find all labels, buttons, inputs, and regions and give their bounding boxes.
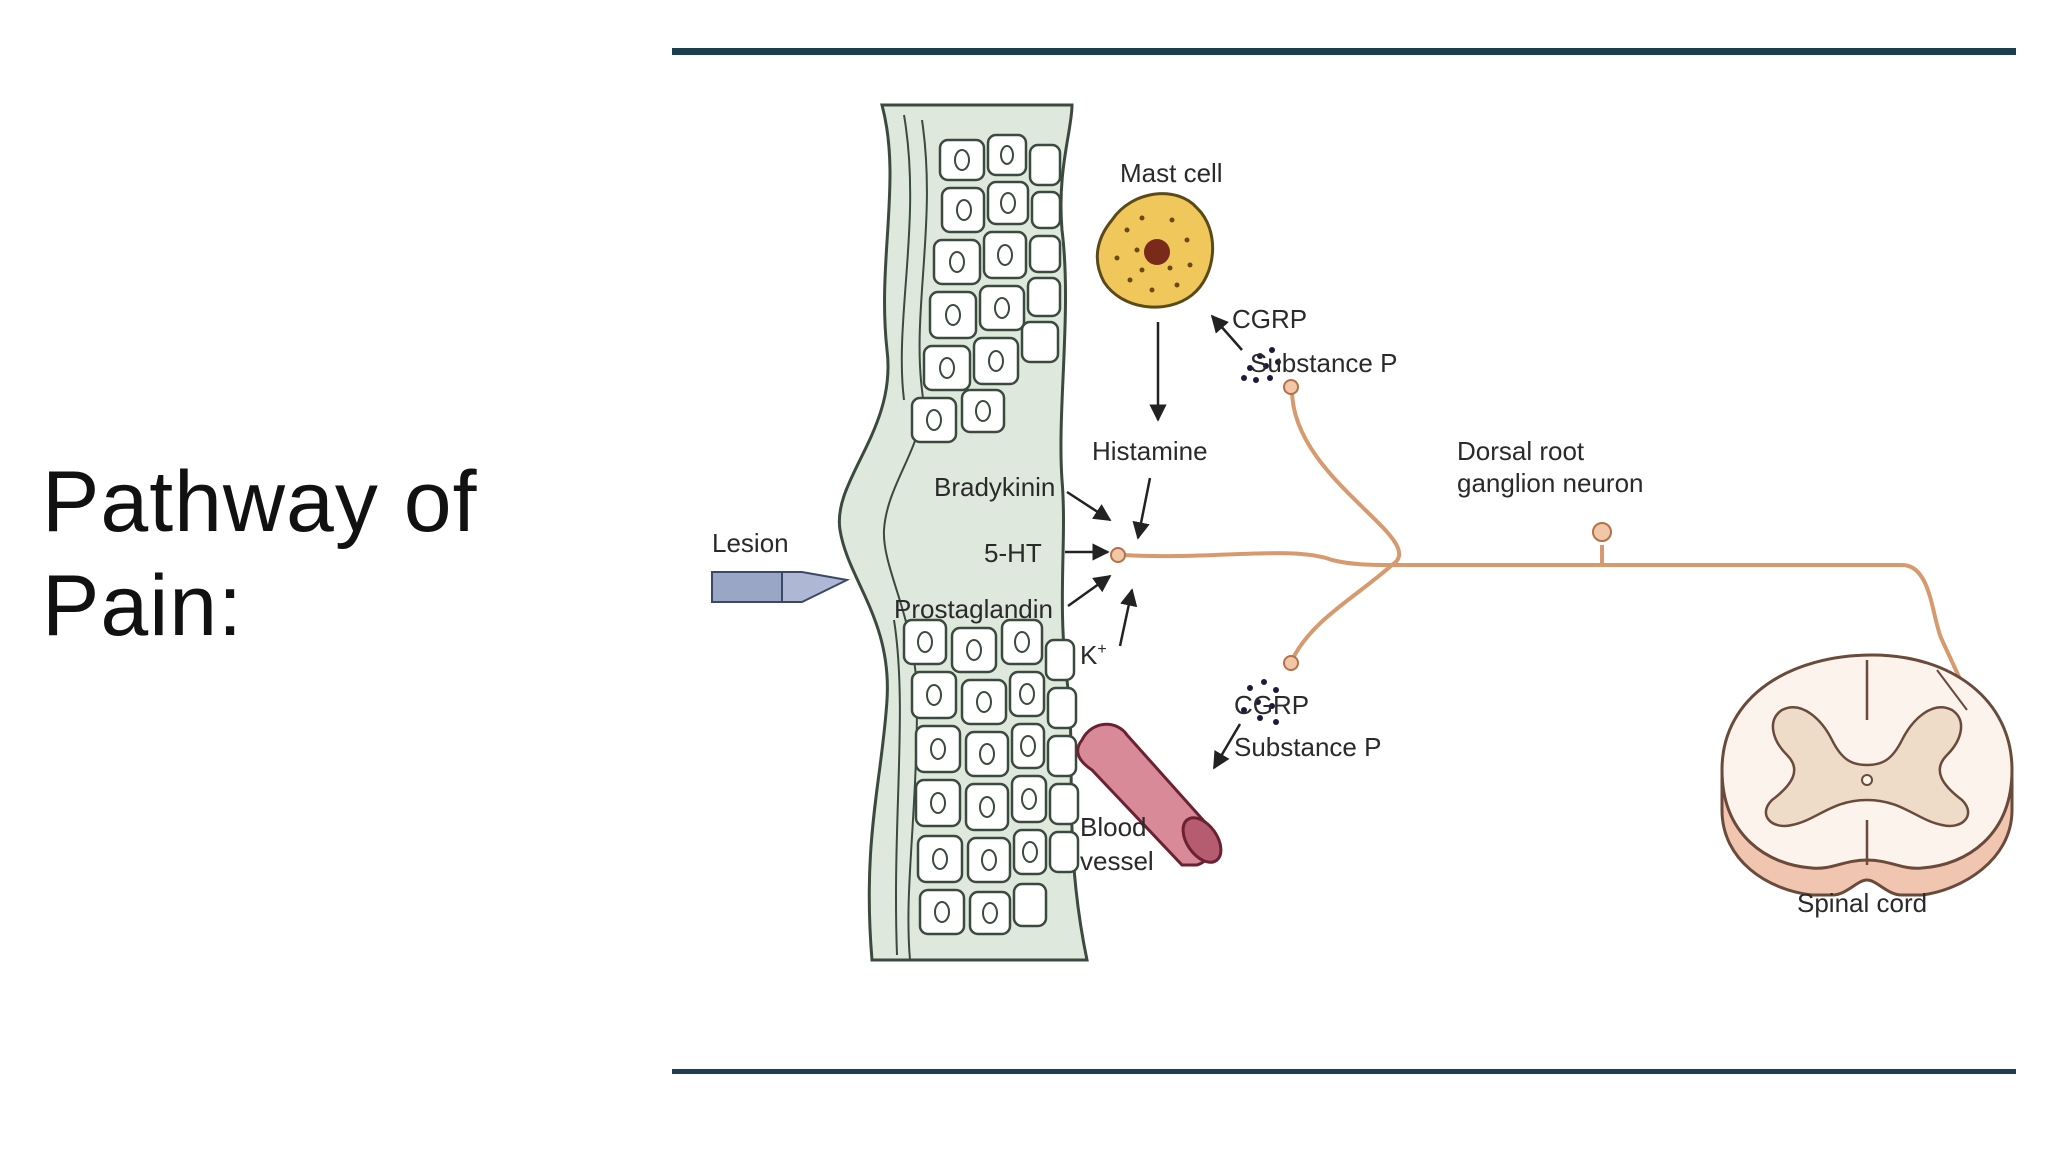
potassium-symbol: K xyxy=(1080,640,1098,670)
blood-vessel xyxy=(1076,722,1223,867)
substance-p-bottom-label: Substance P xyxy=(1234,732,1381,762)
diagram-arrows xyxy=(1065,314,1243,770)
spinal-cord-label: Spinal cord xyxy=(1797,888,1927,918)
dorsal-root-label-line2: ganglion neuron xyxy=(1457,468,1644,498)
blood-vessel-label-line2: vessel xyxy=(1080,846,1154,876)
bottom-rule xyxy=(672,1069,2016,1074)
mast-cell-label: Mast cell xyxy=(1120,158,1223,188)
slide-title: Pathway of Pain: xyxy=(42,454,478,654)
lesion-label: Lesion xyxy=(712,528,789,558)
skin-tissue xyxy=(837,103,1089,962)
potassium-label: K+ xyxy=(1080,640,1107,670)
dorsal-root-label-line1: Dorsal root xyxy=(1457,436,1585,466)
mast-cell xyxy=(1095,192,1215,309)
nociceptor-neuron xyxy=(1121,389,1974,706)
peptide-release-top xyxy=(1241,347,1281,383)
pain-pathway-diagram: Lesion Mast cell xyxy=(711,103,2014,962)
cgrp-bottom-label: CGRP xyxy=(1234,690,1309,720)
nerve-terminal-top xyxy=(1283,379,1299,395)
substance-p-top-label: Substance P xyxy=(1250,348,1397,378)
spinal-cord xyxy=(1720,653,2014,897)
top-rule xyxy=(672,48,2016,55)
dorsal-root-ganglion-cell xyxy=(1592,522,1612,542)
prostaglandin-label: Prostaglandin xyxy=(894,594,1053,624)
histamine-label: Histamine xyxy=(1092,436,1208,466)
bradykinin-label: Bradykinin xyxy=(934,472,1055,502)
cgrp-top-label: CGRP xyxy=(1232,304,1307,334)
scalpel-icon xyxy=(711,571,851,603)
potassium-charge: + xyxy=(1097,641,1106,658)
five-ht-label: 5-HT xyxy=(984,538,1042,568)
blood-vessel-label-line1: Blood xyxy=(1080,812,1147,842)
nerve-terminal-bottom xyxy=(1283,655,1299,671)
epidermal-cells xyxy=(902,133,1080,936)
nerve-terminal xyxy=(1110,547,1126,563)
peptide-release-bottom xyxy=(1241,679,1279,725)
